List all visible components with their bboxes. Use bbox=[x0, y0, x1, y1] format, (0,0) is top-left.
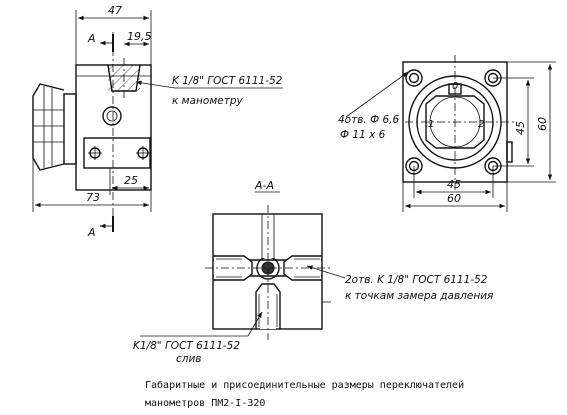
dim-60-h-label: 60 bbox=[447, 192, 461, 205]
section-mark-bottom: A bbox=[87, 226, 96, 239]
position-1-label: 1 bbox=[428, 119, 434, 130]
section-mark-top: A bbox=[87, 32, 96, 45]
pressure-ports-label: к точкам замера давления bbox=[345, 290, 493, 302]
holes-note-counterbore: Ф 11 x 6 bbox=[340, 129, 386, 141]
side-view: 0 1 2 4отв. Ф 6,6 Ф 11 x 6 45 60 45 60 bbox=[338, 55, 556, 212]
front-view: A A 47 19,5 25 73 K 1/8" ГОСТ 6111-52 к … bbox=[32, 4, 283, 239]
drain-label: слив bbox=[176, 353, 202, 365]
dim-19-5-label: 19,5 bbox=[127, 30, 152, 43]
section-view: А-А bbox=[133, 179, 493, 365]
mounting-plate bbox=[83, 137, 151, 169]
dim-45-v-label: 45 bbox=[514, 121, 527, 135]
dim-25-label: 25 bbox=[124, 174, 138, 187]
knob-handle bbox=[32, 83, 77, 171]
caption-line-1: Габаритные и присоединительные размеры п… bbox=[145, 379, 464, 391]
caption-line-2: манометров ПМ2-I-320 bbox=[145, 398, 265, 409]
dim-60-v-label: 60 bbox=[536, 117, 549, 131]
drain-thread-note: K1/8" ГОСТ 6111-52 bbox=[133, 340, 240, 352]
section-title: А-А bbox=[254, 179, 274, 192]
position-0-label: 0 bbox=[452, 81, 458, 92]
position-2-label: 2 bbox=[478, 119, 484, 130]
gauge-port-label: к манометру bbox=[172, 95, 243, 107]
front-port-circle bbox=[102, 106, 122, 126]
dim-47-label: 47 bbox=[108, 4, 122, 17]
selector-body bbox=[425, 95, 485, 149]
pressure-ports-note: 2отв. K 1/8" ГОСТ 6111-52 bbox=[345, 274, 488, 286]
holes-note-diameter: 4отв. Ф 6,6 bbox=[338, 114, 399, 126]
dim-45-h-label: 45 bbox=[447, 178, 461, 191]
gauge-thread-note: K 1/8" ГОСТ 6111-52 bbox=[172, 75, 283, 87]
dim-73-label: 73 bbox=[86, 191, 100, 204]
section-line-aa: A A bbox=[87, 32, 114, 239]
